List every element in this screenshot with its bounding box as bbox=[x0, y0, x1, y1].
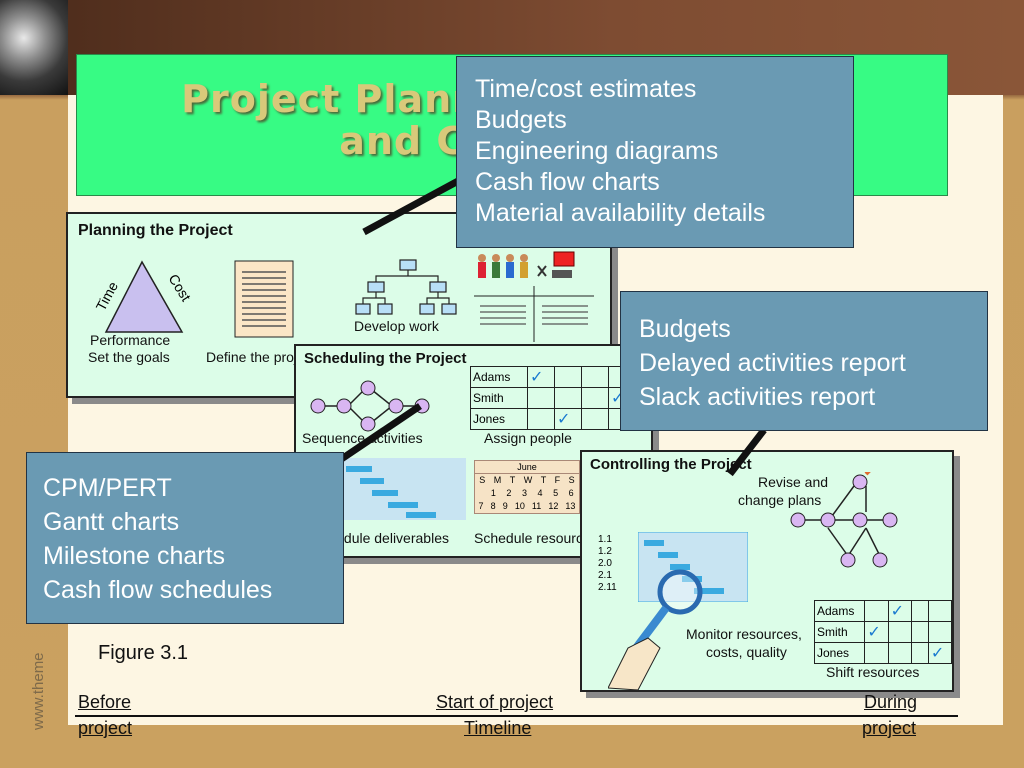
callout-line: Cash flow charts bbox=[475, 168, 660, 196]
wbs-item: 2.0 bbox=[598, 558, 612, 569]
callout-line: Milestone charts bbox=[43, 542, 226, 570]
progress-gantt-icon bbox=[638, 532, 748, 602]
callout-line: Budgets bbox=[475, 106, 567, 134]
wbs-item: 1.2 bbox=[598, 546, 612, 557]
org-chart-icon bbox=[355, 259, 457, 315]
sequence-label: Sequence activities bbox=[302, 430, 423, 446]
timeline-before: Before bbox=[78, 692, 132, 712]
triangle-performance: Performance bbox=[90, 332, 171, 348]
check-icon: ✓ bbox=[890, 603, 904, 620]
develop-work-label: Develop work bbox=[354, 318, 439, 334]
callout-line: CPM/PERT bbox=[43, 474, 172, 502]
monitor-label-2: costs, quality bbox=[706, 644, 787, 660]
callout-line: Delayed activities report bbox=[639, 349, 906, 377]
wbs-list: 1.1 1.2 2.0 2.1 2.11 bbox=[598, 534, 617, 594]
revise-label-2: change plans bbox=[738, 492, 822, 508]
shift-label: Shift resources bbox=[826, 664, 920, 680]
callout-line: Engineering diagrams bbox=[475, 137, 719, 165]
callout-line: Material availability details bbox=[475, 199, 766, 227]
timeline-before-2: project bbox=[78, 718, 133, 738]
assign-label: Assign people bbox=[484, 430, 572, 446]
network-icon bbox=[310, 380, 430, 432]
triangle-icon: Time Cost bbox=[93, 260, 194, 333]
check-icon: ✓ bbox=[530, 369, 544, 386]
scheduling-title: Scheduling the Project bbox=[304, 350, 467, 367]
pointer-line bbox=[362, 176, 462, 236]
set-goals-label: Set the goals bbox=[88, 349, 170, 365]
callout-line: Time/cost estimates bbox=[475, 75, 697, 103]
calendar-month: June bbox=[475, 461, 579, 474]
figure-caption: Figure 3.1 bbox=[98, 642, 189, 664]
wbs-item: 1.1 bbox=[598, 534, 612, 545]
resources-icon bbox=[474, 251, 594, 342]
check-icon: ✓ bbox=[930, 645, 945, 662]
replan-network-icon bbox=[790, 472, 898, 568]
planning-title: Planning the Project bbox=[78, 222, 233, 239]
controlling-panel: Controlling the Project Revise and chang… bbox=[580, 450, 954, 692]
resources-label: Schedule resources bbox=[474, 530, 598, 546]
controlling-title: Controlling the Project bbox=[590, 456, 752, 473]
define-project-label: Define the project bbox=[206, 349, 316, 365]
callout-line: Slack activities report bbox=[639, 383, 876, 411]
callout-planning: Time/cost estimates Budgets Engineering … bbox=[456, 56, 854, 248]
gantt-icon bbox=[336, 458, 466, 520]
person-name: Adams bbox=[470, 366, 528, 388]
timeline-start: Start of project bbox=[436, 692, 554, 712]
wbs-item: 2.11 bbox=[598, 582, 617, 593]
document-icon bbox=[234, 260, 294, 338]
person-name: Adams bbox=[813, 600, 866, 622]
monitor-label: Monitor resources, bbox=[686, 626, 802, 642]
timeline-during: During bbox=[864, 692, 918, 712]
callout-controlling: Budgets Delayed activities report Slack … bbox=[620, 291, 988, 431]
wbs-item: 2.1 bbox=[598, 570, 612, 581]
revise-label: Revise and bbox=[758, 474, 829, 490]
check-icon: ✓ bbox=[557, 411, 571, 428]
check-icon: ✓ bbox=[867, 624, 881, 641]
callout-line: Gantt charts bbox=[43, 508, 180, 536]
pointer-line bbox=[727, 427, 767, 477]
person-name: Jones bbox=[813, 642, 866, 664]
pointer-line bbox=[338, 403, 422, 463]
corner-photo bbox=[0, 0, 68, 95]
deliverables-label: Schedule deliverables bbox=[312, 530, 449, 546]
callout-scheduling: CPM/PERT Gantt charts Milestone charts C… bbox=[26, 452, 344, 624]
callout-line: Cash flow schedules bbox=[43, 576, 273, 604]
timeline-label: Timeline bbox=[464, 718, 532, 738]
magnifier-icon bbox=[608, 569, 703, 690]
timeline-rule bbox=[75, 715, 958, 717]
shift-grid: Adams✓ Smith✓ Jones✓ bbox=[813, 600, 953, 664]
timeline-during-2: project bbox=[862, 718, 917, 738]
person-name: Smith bbox=[813, 621, 866, 643]
callout-line: Budgets bbox=[639, 315, 731, 343]
